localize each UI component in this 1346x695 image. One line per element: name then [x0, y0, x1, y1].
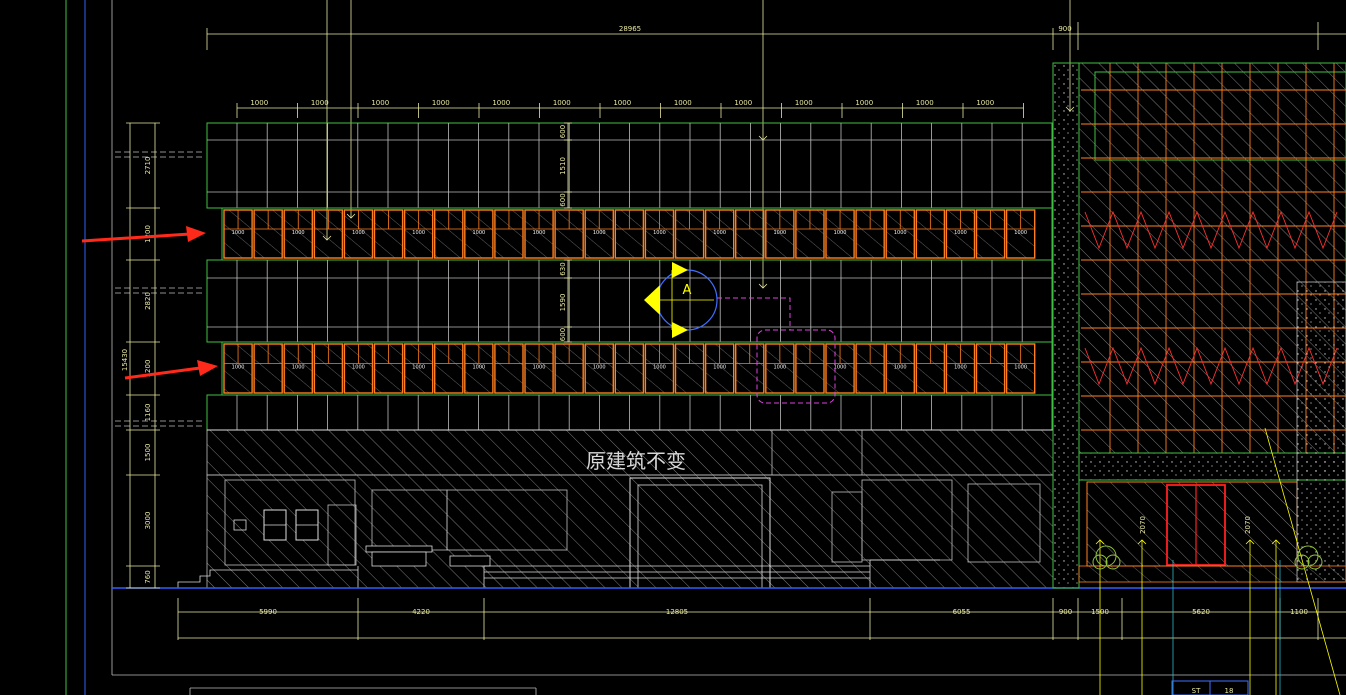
title-block-cell-1: ST	[1192, 687, 1201, 695]
top-module-dim: 1000	[492, 99, 510, 107]
panel-label: 1000	[773, 230, 786, 236]
panel-label: 1000	[533, 365, 546, 371]
panel-label: 1000	[834, 365, 847, 371]
left-dim-text: 2710	[144, 157, 152, 175]
magenta-callout	[717, 297, 836, 404]
panel-label: 1000	[713, 365, 726, 371]
inner-dim-text: 1510	[559, 157, 567, 175]
inner-dim-text: 1590	[559, 294, 567, 312]
existing-building-note: 原建筑不变	[586, 449, 686, 473]
adjacent-building-elevation: 2070 2070	[1052, 62, 1346, 695]
panel-label: 1000	[472, 365, 485, 371]
panel-label: 1000	[352, 365, 365, 371]
bottom-dim-text: 6055	[953, 608, 971, 616]
top-module-dim: 1000	[795, 99, 813, 107]
inner-dim-text: 630	[559, 262, 567, 275]
top-module-dim: 1000	[916, 99, 934, 107]
bottom-dim-text: 1100	[1290, 608, 1308, 616]
top-module-dim: 1000	[976, 99, 994, 107]
inner-dim-text: 600	[559, 193, 567, 206]
panel-label: 1000	[292, 365, 305, 371]
storefront-dim-text: 2070	[1139, 516, 1147, 534]
panel-label: 1000	[773, 365, 786, 371]
drawing-frame	[65, 0, 1346, 695]
panel-label: 1000	[894, 365, 907, 371]
inner-vertical-dimensions: 600 1510 600 630 1590 600	[559, 122, 572, 343]
panel-label: 1000	[232, 365, 245, 371]
left-total-dim-text: 15430	[121, 349, 129, 371]
bottom-dim-text: 900	[1059, 608, 1072, 616]
bottom-dim-text: 4220	[412, 608, 430, 616]
facade-elevation: 1000 1000 1000 1000 1000 1000 1000 1000 1000 1000…	[115, 122, 1053, 431]
inner-dim-text: 600	[559, 125, 567, 138]
title-block: ST 18	[1171, 680, 1249, 695]
panel-label: 1000	[292, 230, 305, 236]
panel-label: 1000	[954, 230, 967, 236]
panel-label: 1000	[1014, 230, 1027, 236]
left-dim-text: 1200	[144, 225, 152, 243]
bottom-dim-text: 12805	[666, 608, 688, 616]
top-module-dim: 1000	[613, 99, 631, 107]
top-module-dim: 1000	[371, 99, 389, 107]
top-module-dim: 1000	[250, 99, 268, 107]
top-module-dim: 1000	[553, 99, 571, 107]
left-vertical-dimensions: 2710 1200 2820 1200 1160 1500 3000 760 15430	[121, 122, 160, 589]
left-dim-text: 1500	[144, 444, 152, 462]
bottom-dim-text: 5620	[1192, 608, 1210, 616]
section-marker-a[interactable]: A	[644, 262, 718, 338]
storefront-dim-text: 2070	[1244, 516, 1252, 534]
panel-label: 1000	[593, 365, 606, 371]
panel-label: 1000	[533, 230, 546, 236]
top-module-dimensions: 1000 1000 1000 1000 1000 1000 1000 1000 1000 1000…	[236, 99, 1024, 118]
panel-label: 1000	[412, 230, 425, 236]
left-dim-text: 3000	[144, 512, 152, 530]
red-arrow-lower	[124, 360, 218, 380]
left-dim-text: 2820	[144, 292, 152, 310]
panel-label: 1000	[472, 230, 485, 236]
panel-label: 1000	[713, 230, 726, 236]
panel-label: 1000	[894, 230, 907, 236]
panel-label: 1000	[593, 230, 606, 236]
inner-dim-text: 600	[559, 328, 567, 341]
top-module-dim: 1000	[855, 99, 873, 107]
panel-label: 1000	[653, 230, 666, 236]
top-module-dim: 1000	[432, 99, 450, 107]
bottom-dim-text: 5990	[259, 608, 277, 616]
section-marker-label: A	[683, 283, 692, 298]
ground-floor-existing: 原建筑不变	[177, 429, 1054, 589]
top-module-dim: 1000	[734, 99, 752, 107]
panel-label: 1000	[1014, 365, 1027, 371]
top-module-dim: 1000	[311, 99, 329, 107]
left-dim-text: 1160	[144, 404, 152, 422]
panel-label: 1000	[834, 230, 847, 236]
left-dim-text: 760	[144, 570, 152, 583]
panel-label: 1000	[954, 365, 967, 371]
top-right-dim-text: 900	[1058, 25, 1071, 33]
panel-label: 1000	[232, 230, 245, 236]
panel-label: 1000	[352, 230, 365, 236]
title-block-cell-2: 18	[1225, 687, 1234, 695]
top-module-dim: 1000	[674, 99, 692, 107]
red-arrow-upper	[81, 226, 206, 243]
panel-label: 1000	[653, 365, 666, 371]
top-overall-dimension: 28965 900	[206, 22, 1346, 50]
panel-label: 1000	[412, 365, 425, 371]
left-dim-text: 1200	[144, 360, 152, 378]
top-overall-dim-text: 28965	[619, 25, 641, 33]
